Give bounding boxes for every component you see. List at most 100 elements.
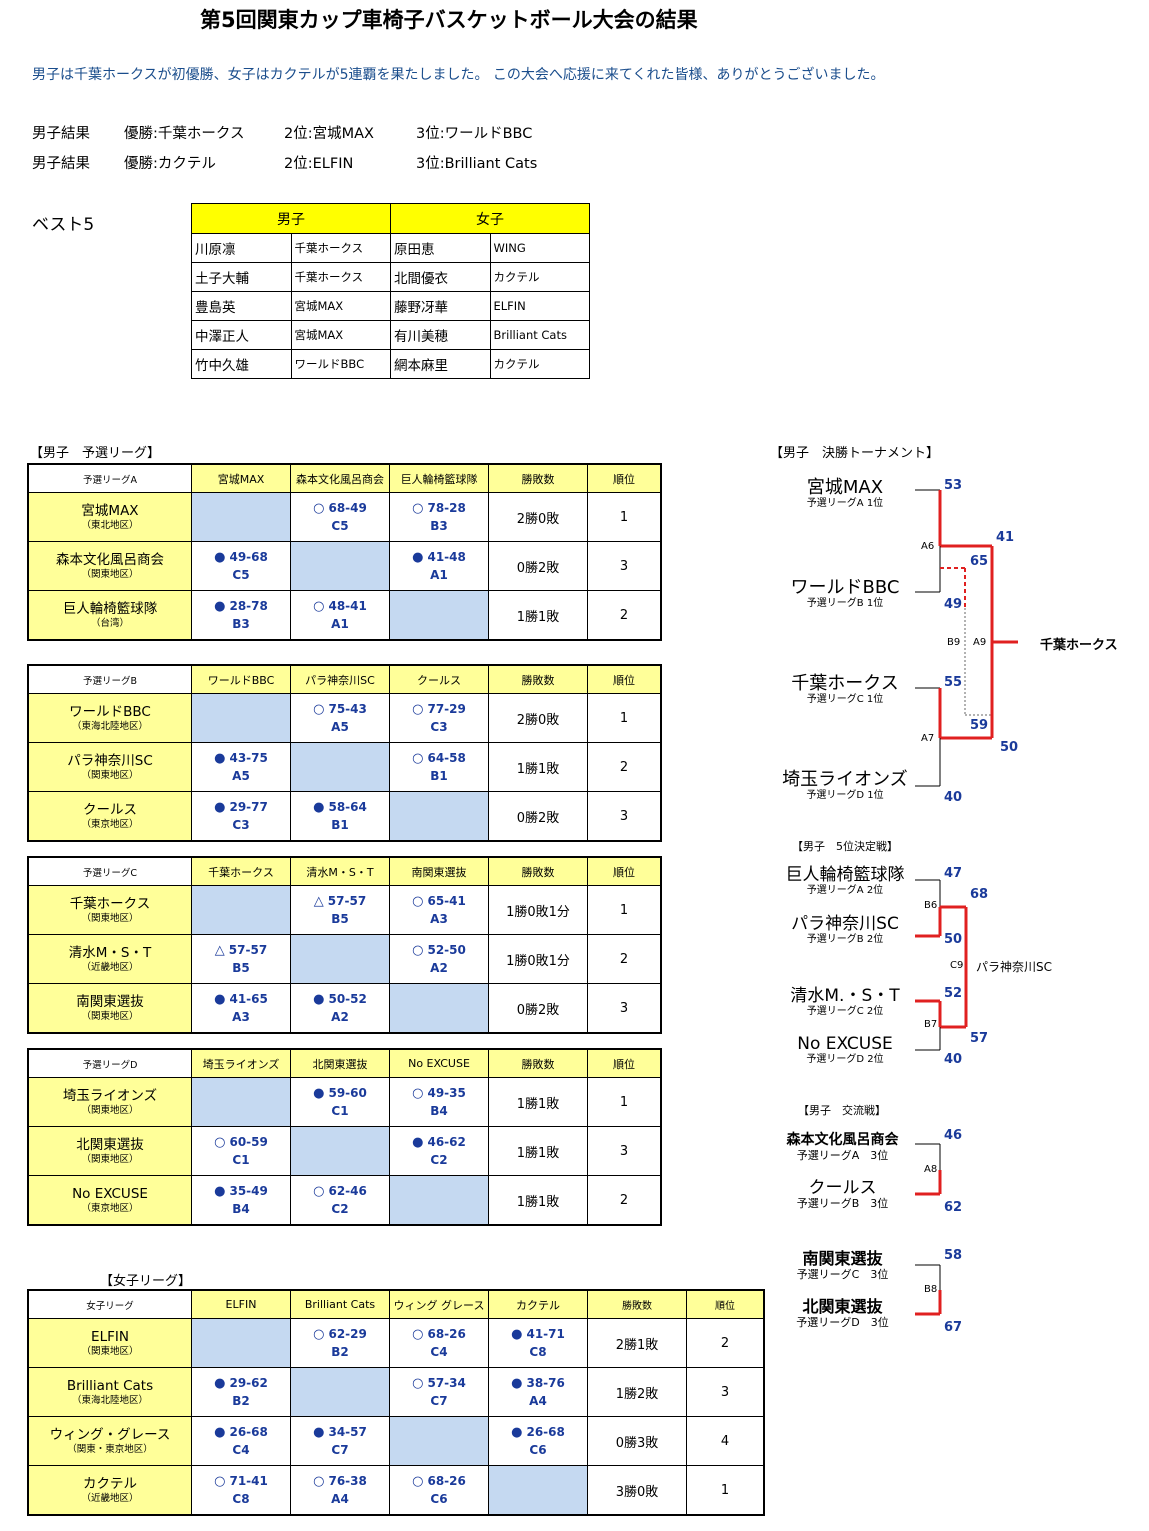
match-score: 52-50 <box>427 943 466 958</box>
match-code: A1 <box>331 616 349 631</box>
team-name: 千葉ホークス <box>69 895 151 912</box>
win-circle-icon: ○ <box>313 702 325 718</box>
team-seed: 予選リーグA 1位 <box>806 498 884 509</box>
column-header: 清水M・S・T <box>290 856 390 886</box>
team-name: 南関東選抜 <box>76 993 144 1010</box>
loss-dot-icon: ● <box>412 1135 424 1151</box>
team-name: クールス <box>83 801 137 818</box>
self-match-cell <box>389 791 489 842</box>
rank: 1 <box>587 693 662 743</box>
match-code: B5 <box>331 911 349 926</box>
exchange-team-3: 南関東選抜予選リーグC 3位 <box>770 1249 915 1281</box>
column-header: 北関東選抜 <box>290 1048 390 1078</box>
loss-dot-icon: ● <box>511 1376 523 1392</box>
team-name: カクテル <box>83 1475 137 1492</box>
league-name: 予選リーグA <box>27 463 192 493</box>
loss-dot-icon: ● <box>214 1184 226 1200</box>
loss-dot-icon: ● <box>313 1425 325 1441</box>
rank: 2 <box>587 742 662 792</box>
match-code: C4 <box>232 1442 250 1457</box>
team-cell: クールス（東京地区） <box>27 791 192 842</box>
team-name: ウィング・グレース <box>49 1426 171 1443</box>
match-code: B7 <box>924 1019 938 1030</box>
match-score: 38-76 <box>526 1376 565 1391</box>
win-loss-header: 勝敗数 <box>488 463 588 493</box>
player-team: 千葉ホークス <box>290 262 391 292</box>
loss-dot-icon: ● <box>313 800 325 816</box>
match-code: A5 <box>331 719 349 734</box>
win-circle-icon: ○ <box>412 1086 424 1102</box>
score: 40 <box>944 790 963 805</box>
team-cell: ウィング・グレース（関東・東京地区） <box>27 1416 192 1466</box>
player-team: WING <box>489 233 590 263</box>
match-score: 57-57 <box>327 894 367 909</box>
best5-label: ベスト5 <box>32 215 95 235</box>
score: 58 <box>944 1248 963 1263</box>
rank: 1 <box>686 1465 765 1516</box>
match-score: 41-65 <box>229 992 268 1007</box>
loss-dot-icon: ● <box>214 1425 226 1441</box>
bracket-team-3: 千葉ホークス予選リーグC 1位 <box>770 674 920 706</box>
column-header: クールス <box>389 664 489 694</box>
match-score: 48-41 <box>328 599 367 614</box>
team-cell: 埼玉ライオンズ（関東地区） <box>27 1077 192 1127</box>
rank: 3 <box>587 541 662 591</box>
win-loss: 1勝2敗 <box>587 1367 687 1417</box>
self-match-cell <box>290 742 390 792</box>
column-header: ELFIN <box>191 1289 291 1319</box>
team-name: No EXCUSE <box>72 1185 148 1202</box>
rank: 3 <box>587 791 662 842</box>
rank: 4 <box>686 1416 765 1466</box>
women-league-title: 【女子リーグ】 <box>100 1274 192 1289</box>
match-score: 71-41 <box>229 1474 268 1489</box>
match-score: 26-68 <box>229 1425 268 1440</box>
match-score: 59-60 <box>328 1086 367 1101</box>
match-code: C1 <box>331 1103 349 1118</box>
win-loss: 1勝1敗 <box>488 742 588 792</box>
win-circle-icon: ○ <box>412 1376 424 1392</box>
score: 53 <box>944 478 963 493</box>
team-cell: No EXCUSE（東京地区） <box>27 1175 192 1226</box>
best5-women-header: 女子 <box>390 203 590 234</box>
match-score: 34-57 <box>328 1425 367 1440</box>
win-circle-icon: ○ <box>313 599 325 615</box>
loss-dot-icon: ● <box>214 1376 226 1392</box>
win-loss: 0勝2敗 <box>488 791 588 842</box>
self-match-cell <box>389 983 489 1034</box>
match-score: 64-58 <box>427 751 466 766</box>
match-score: 43-75 <box>229 751 268 766</box>
match-code: A6 <box>921 541 935 552</box>
score: 52 <box>944 986 963 1001</box>
team-cell: 宮城MAX（東北地区） <box>27 492 192 542</box>
player-team: ワールドBBC <box>290 349 391 379</box>
team-name: ワールドBBC <box>69 703 151 720</box>
team-region: （東北地区） <box>81 519 139 531</box>
loss-dot-icon: ● <box>412 550 424 566</box>
match-score: 62-29 <box>328 1327 367 1342</box>
match-code: A5 <box>232 768 250 783</box>
team-seed: 予選リーグA 3位 <box>796 1149 889 1162</box>
